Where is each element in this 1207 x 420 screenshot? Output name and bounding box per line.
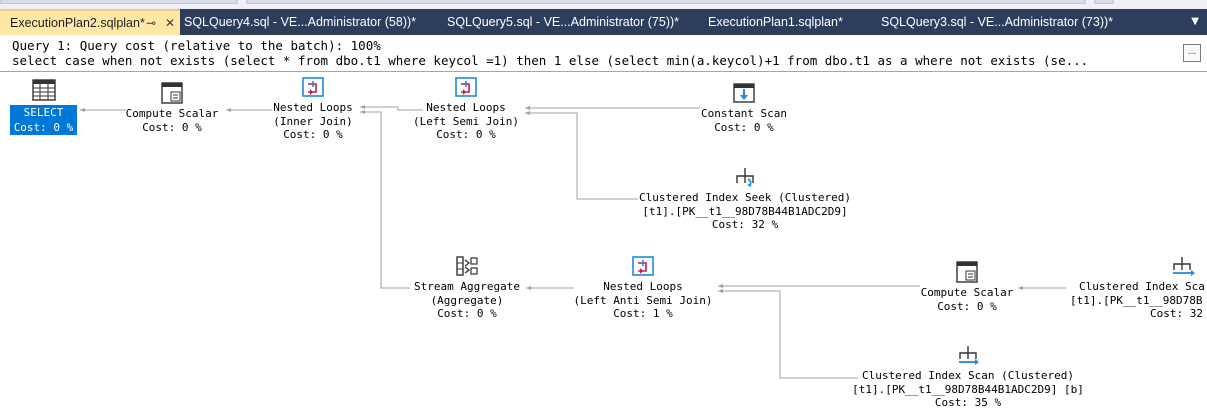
- tab-sqlquery4[interactable]: SQLQuery4.sql - VE...Administrator (58))…: [184, 9, 416, 35]
- tab-executionplan2[interactable]: ExecutionPlan2.sqlplan* ⊸ ✕: [0, 9, 180, 35]
- nested-loops-icon: [455, 77, 477, 97]
- node-cost: Cost: 35 %: [934, 396, 1002, 409]
- node-cost: Cost: 0 %: [437, 307, 497, 320]
- node-label: SELECT: [10, 105, 77, 120]
- arrow-head: [1018, 286, 1023, 290]
- node-sub: [t1].[PK__t1__98D78B44B1ADC2D9]: [642, 204, 848, 218]
- tab-label: ExecutionPlan2.sqlplan*: [10, 16, 145, 30]
- node-name: Clustered Index Scan (Clustered): [862, 369, 1074, 382]
- tab-executionplan1[interactable]: ExecutionPlan1.sqlplan*: [708, 9, 843, 35]
- plan-node-compute-scalar[interactable]: Compute Scalar Cost: 0 %: [120, 81, 224, 134]
- arrow-head: [525, 111, 530, 115]
- stream-aggregate-icon: [456, 256, 478, 276]
- tab-sqlquery5[interactable]: SQLQuery5.sql - VE...Administrator (75))…: [447, 9, 679, 35]
- node-cost: Cost: 32: [1150, 307, 1203, 320]
- tab-label: SQLQuery5.sql - VE...Administrator (75))…: [447, 15, 680, 29]
- node-sub: (Left Semi Join): [413, 114, 519, 128]
- node-name: Constant Scan: [700, 107, 788, 120]
- compute-scalar-icon: [161, 82, 183, 104]
- plan-node-constant-scan[interactable]: Constant Scan Cost: 0 %: [696, 81, 792, 134]
- node-cost: Cost: 0 %: [937, 299, 997, 313]
- arrow-head: [360, 110, 365, 114]
- toolbar-segment: [0, 0, 238, 4]
- node-name: Nested Loops: [426, 101, 506, 114]
- connector-line: [360, 106, 423, 111]
- constant-scan-icon: [733, 83, 755, 103]
- execution-plan-canvas[interactable]: SELECT Cost: 0 % Compute Scalar Cost: 0 …: [0, 73, 1207, 420]
- arrow-head: [226, 108, 231, 112]
- arrow-head: [80, 108, 85, 112]
- node-name: Nested Loops: [273, 101, 353, 114]
- compute-scalar-icon: [956, 261, 978, 283]
- index-seek-icon: [736, 168, 754, 187]
- chevron-down-icon[interactable]: ▼: [1191, 16, 1199, 27]
- plan-node-clustered-index-seek[interactable]: Clustered Index Seek (Clustered) [t1].[P…: [636, 165, 854, 232]
- show-full-query-button[interactable]: ...: [1183, 44, 1201, 62]
- node-name: Clustered Index Sca: [1079, 280, 1205, 293]
- query-sql-text: select case when not exists (select * fr…: [12, 53, 1089, 68]
- plan-node-nested-loops-anti[interactable]: Nested Loops (Left Anti Semi Join) Cost:…: [570, 254, 716, 321]
- arrow-head: [718, 284, 723, 288]
- pin-icon[interactable]: ⊸: [146, 16, 157, 30]
- node-name: Compute Scalar: [125, 107, 219, 120]
- plan-node-clustered-index-scan-partial[interactable]: Clustered Index Sca [t1].[PK__t1__98D78B…: [1068, 254, 1207, 321]
- node-sub: (Left Anti Semi Join): [573, 293, 713, 307]
- toolbar-segment: [246, 0, 1086, 4]
- node-cost: Cost: 1 %: [613, 307, 673, 320]
- connector-line: [718, 290, 858, 379]
- top-strip: [0, 0, 1207, 9]
- arrow-head: [526, 286, 531, 290]
- close-icon[interactable]: ✕: [165, 16, 176, 30]
- plan-node-nested-loops-semi[interactable]: Nested Loops (Left Semi Join) Cost: 0 %: [410, 75, 522, 142]
- tab-label: SQLQuery3.sql - VE...Administrator (73))…: [881, 15, 1114, 29]
- node-sub: (Inner Join): [273, 114, 353, 128]
- select-icon: [31, 79, 56, 101]
- node-sub: [t1].[PK__t1__98D78B: [1070, 293, 1203, 307]
- node-name: Clustered Index Seek (Clustered): [639, 191, 851, 204]
- nested-loops-icon: [302, 77, 324, 97]
- query-cost-text: Query 1: Query cost (relative to the bat…: [12, 38, 381, 53]
- connector-line: [360, 111, 410, 289]
- query-header: Query 1: Query cost (relative to the bat…: [0, 35, 1207, 72]
- node-cost: Cost: 0 %: [142, 120, 202, 134]
- nested-loops-icon: [632, 256, 654, 276]
- plan-node-select[interactable]: SELECT Cost: 0 %: [10, 78, 77, 135]
- node-cost: Cost: 0 %: [436, 128, 496, 141]
- arrow-head: [525, 106, 530, 110]
- node-cost: Cost: 32 %: [711, 218, 779, 231]
- node-name: Compute Scalar: [920, 286, 1014, 299]
- tab-label: ExecutionPlan1.sqlplan*: [708, 15, 843, 29]
- index-scan-icon: [959, 346, 979, 365]
- connector-line: [525, 112, 638, 200]
- node-sub: (Aggregate): [430, 293, 504, 307]
- plan-node-stream-aggregate[interactable]: Stream Aggregate (Aggregate) Cost: 0 %: [408, 254, 526, 321]
- arrow-head: [718, 289, 723, 293]
- tab-label: SQLQuery4.sql - VE...Administrator (58))…: [184, 15, 417, 29]
- index-scan-icon: [1173, 257, 1195, 276]
- plan-connectors: [80, 105, 1066, 379]
- node-cost: Cost: 0 %: [283, 128, 343, 141]
- node-name: Stream Aggregate: [414, 280, 520, 293]
- toolbar-segment: [1094, 0, 1114, 4]
- plan-node-clustered-index-scan[interactable]: Clustered Index Scan (Clustered) [t1].[P…: [846, 343, 1090, 410]
- node-cost: Cost: 0 %: [714, 120, 774, 134]
- arrow-head: [360, 105, 365, 109]
- node-cost: Cost: 0 %: [10, 120, 77, 135]
- plan-node-nested-loops-inner[interactable]: Nested Loops (Inner Join) Cost: 0 %: [264, 75, 362, 142]
- node-name: Nested Loops: [603, 280, 683, 293]
- plan-node-compute-scalar[interactable]: Compute Scalar Cost: 0 %: [914, 260, 1020, 313]
- tab-sqlquery3[interactable]: SQLQuery3.sql - VE...Administrator (73))…: [881, 9, 1113, 35]
- document-tab-bar: ExecutionPlan2.sqlplan* ⊸ ✕ SQLQuery4.sq…: [0, 9, 1207, 35]
- node-sub: [t1].[PK__t1__98D78B44B1ADC2D9] [b]: [852, 382, 1084, 396]
